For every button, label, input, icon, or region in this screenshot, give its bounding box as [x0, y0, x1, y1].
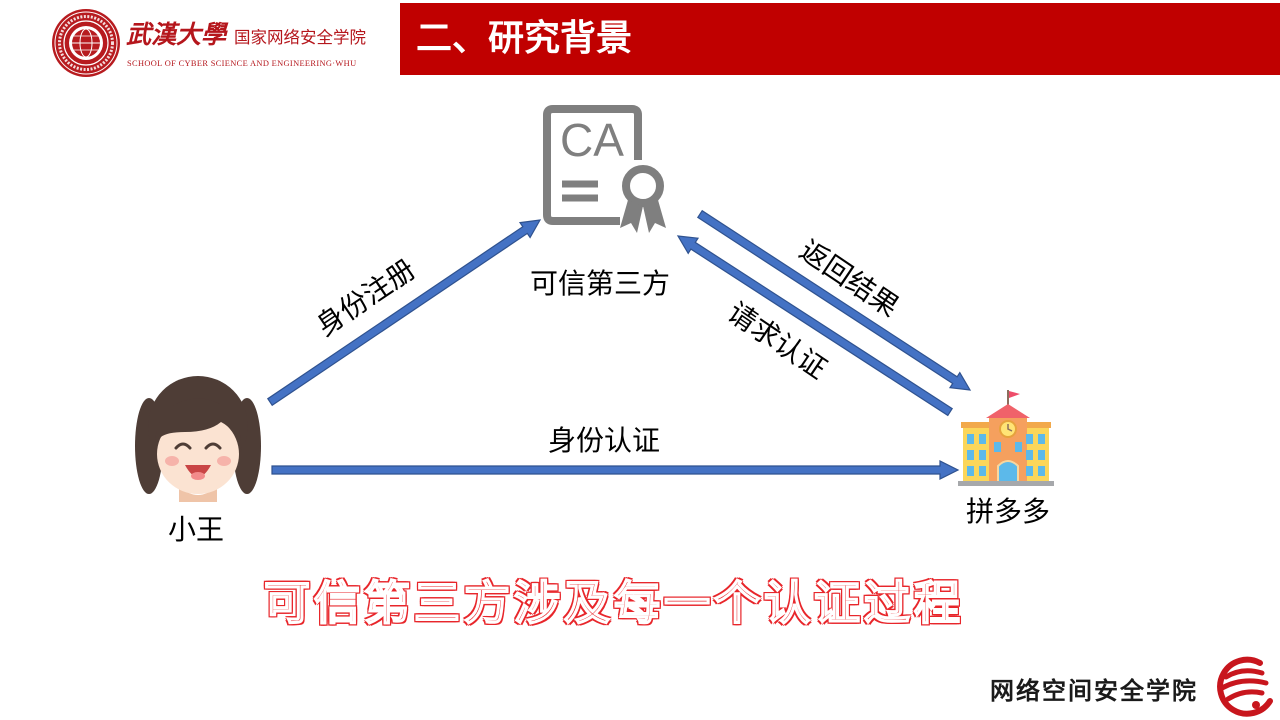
certificate-icon: CA — [543, 105, 666, 233]
section-title: 二、研究背景 — [416, 18, 633, 59]
arrow-user-to-ca-register — [266, 219, 542, 407]
university-seal-icon — [52, 9, 120, 77]
arrow-user-to-service-authenticate — [271, 460, 960, 480]
highlight-conclusion-text: 可信第三方涉及每一个认证过程 — [263, 575, 964, 631]
girl-bangs — [154, 398, 242, 452]
school-name-en: SCHOOL OF CYBER SCIENCE AND ENGINEERING·… — [127, 59, 357, 68]
girl-face — [157, 414, 239, 494]
girl-avatar-icon — [135, 376, 261, 502]
logo-ring — [1217, 656, 1273, 717]
service-node-label: 拼多多 — [965, 495, 1051, 528]
window — [1038, 466, 1045, 476]
window — [1038, 450, 1045, 460]
window — [1038, 434, 1045, 444]
window — [1026, 434, 1033, 444]
right-wing-roof — [1021, 422, 1051, 428]
left-wing-roof — [961, 422, 991, 428]
section-header-bar: 二、研究背景 — [400, 3, 1280, 75]
center-roof — [986, 404, 1030, 418]
certificate-ribbon-left — [620, 200, 643, 233]
door — [997, 460, 1019, 483]
cyber-school-logo-icon — [1217, 656, 1273, 717]
certificate-ca-text: CA — [560, 114, 624, 166]
seal-lettering-ring — [58, 15, 114, 71]
clock-hands — [1007, 424, 1013, 432]
girl-cheek-right — [217, 456, 231, 466]
certificate-badge — [622, 165, 664, 207]
building-base — [958, 481, 1054, 486]
flag — [1009, 391, 1020, 398]
school-name-cn: 国家网络安全学院 — [234, 28, 366, 47]
window — [1026, 466, 1033, 476]
window — [1026, 450, 1033, 460]
window — [967, 434, 974, 444]
girl-cheek-left — [165, 456, 179, 466]
window — [967, 466, 974, 476]
logo-stripe — [1223, 668, 1265, 680]
certificate-ribbon-right — [643, 200, 666, 233]
university-name: 武漢大學 — [126, 20, 227, 49]
girl-mouth — [185, 465, 211, 477]
arrow-service-to-ca-request-auth — [676, 235, 954, 417]
window — [994, 442, 1001, 452]
seal-ring-outer — [54, 11, 118, 75]
logo-stripe — [1225, 689, 1265, 702]
window — [1015, 442, 1022, 452]
girl-neck — [179, 486, 217, 502]
window — [967, 450, 974, 460]
edge-label-authenticate: 身份认证 — [547, 424, 661, 457]
window — [979, 450, 986, 460]
seal-ring-inner — [63, 20, 109, 66]
arrow-ca-to-service-return-result — [696, 209, 972, 391]
school-building-icon — [958, 390, 1054, 486]
certificate-document-outline — [543, 105, 642, 225]
ca-node-label: 可信第三方 — [529, 267, 671, 300]
girl-eye-right — [204, 442, 222, 450]
window — [979, 434, 986, 444]
logo-stripe — [1219, 678, 1269, 691]
logo-dot — [1252, 701, 1260, 709]
footer-school-name: 网络空间安全学院 — [990, 676, 1198, 705]
girl-tongue — [191, 472, 205, 480]
girl-eye-left — [174, 442, 192, 450]
window — [979, 466, 986, 476]
user-node-label: 小王 — [167, 513, 225, 546]
